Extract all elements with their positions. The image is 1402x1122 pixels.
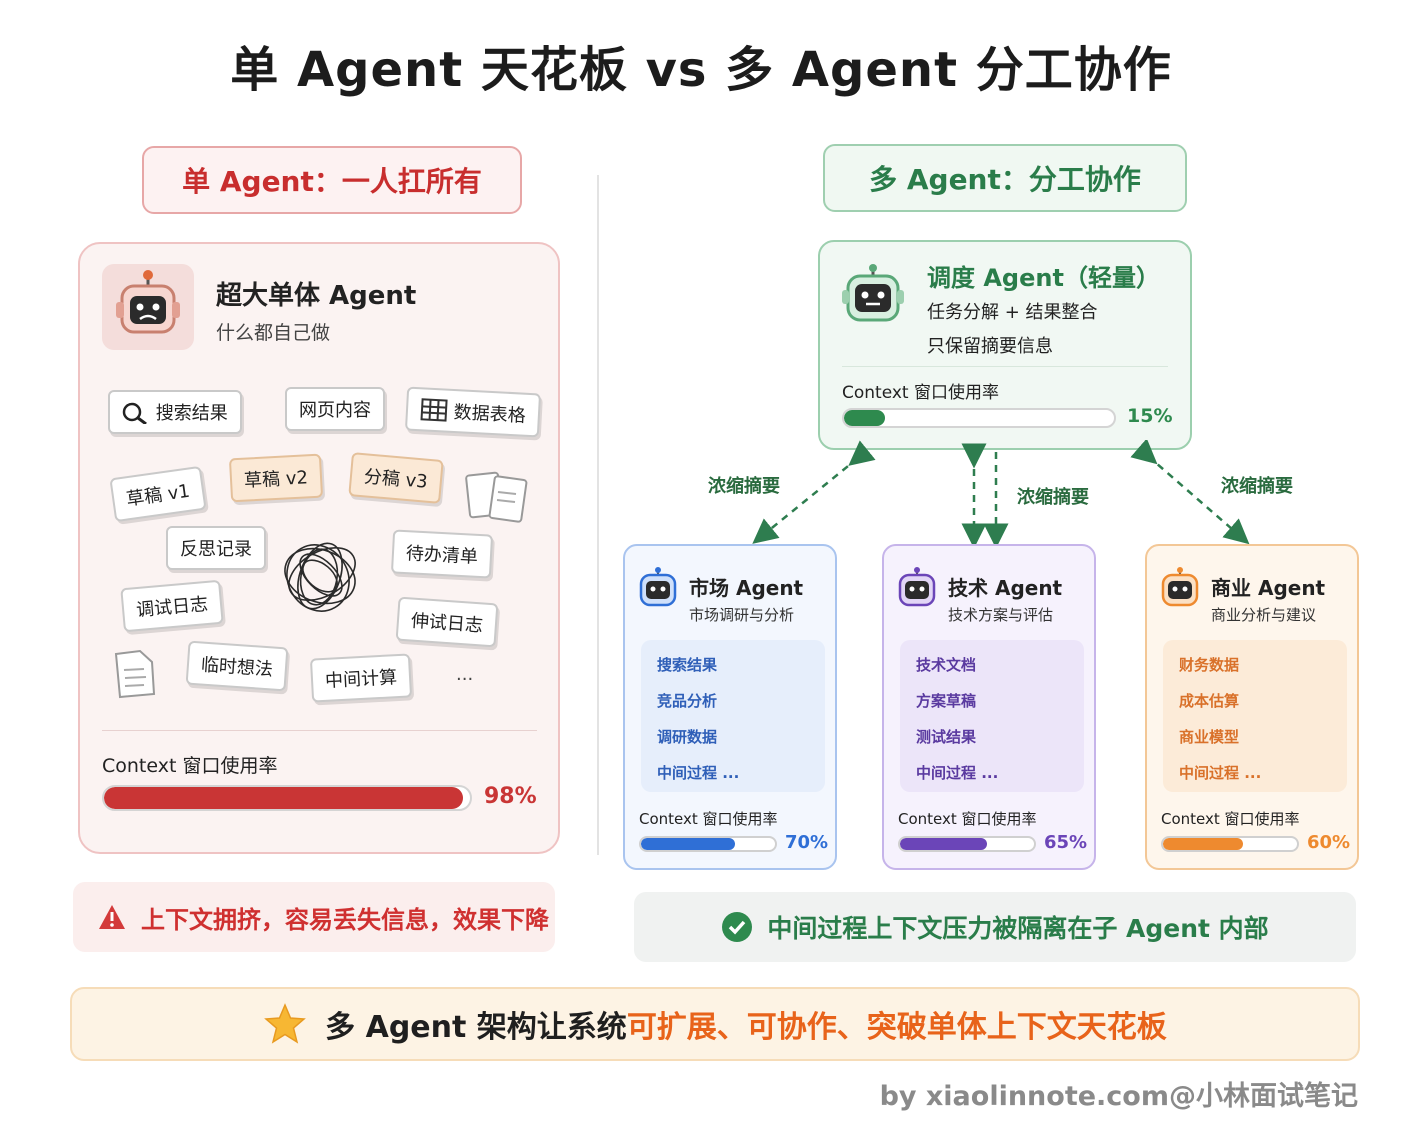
document-icon [110, 648, 158, 704]
chip-web-content: 网页内容 [285, 387, 385, 431]
chip-todo-list: 待办清单 [390, 529, 494, 579]
tech-context-bar-fill [900, 838, 988, 850]
scheduler-context-label: Context 窗口使用率 [842, 383, 1000, 403]
search-icon [122, 402, 147, 426]
single-agent-subtitle: 什么都自己做 [216, 322, 331, 344]
warning-icon [99, 905, 125, 929]
market-context-bar [639, 836, 777, 852]
scheduler-separator [842, 366, 1168, 367]
edge-label-tech: 浓缩摘要 [1017, 487, 1089, 508]
market-context-label: Context 窗口使用率 [639, 810, 778, 828]
more-ellipsis: ... [456, 664, 474, 685]
warning-text: 上下文拥挤，容易丢失信息，效果下降 [141, 905, 549, 934]
scheduler-robot-icon [838, 262, 908, 332]
chip-debug-log: 调试日志 [120, 579, 224, 633]
chip-label: 搜索结果 [155, 403, 228, 424]
list-item: 测试结果 [916, 728, 977, 746]
isolation-message-box: 中间过程上下文压力被隔离在子 Agent 内部 [634, 892, 1356, 962]
left-separator [102, 730, 537, 731]
list-item: 中间过程 ... [916, 764, 999, 782]
tech-robot-icon [898, 567, 936, 607]
business-agent-card: 商业 Agent 商业分析与建议 财务数据 成本估算 商业模型 中间过程 ...… [1145, 544, 1359, 870]
footer-credit: by xiaolinnote.com@小林面试笔记 [879, 1081, 1358, 1112]
market-context-bar-fill [641, 838, 735, 850]
scheduler-context-bar [842, 408, 1116, 428]
scheduler-context-value: 15% [1127, 405, 1173, 427]
business-agent-title: 商业 Agent [1211, 576, 1326, 600]
market-agent-title: 市场 Agent [689, 576, 804, 600]
conclusion-lead: 多 Agent 架构让系统 [325, 1010, 627, 1045]
chip-temp-ideas: 临时想法 [185, 640, 289, 692]
list-item: 中间过程 ... [657, 764, 740, 782]
summary-arrows [752, 440, 1250, 549]
edge-label-market: 浓缩摘要 [708, 476, 780, 497]
single-context-bar-fill [104, 787, 463, 809]
tech-agent-card: 技术 Agent 技术方案与评估 技术文档 方案草稿 测试结果 中间过程 ...… [882, 544, 1096, 870]
chip-draft-v2: 草稿 v2 [228, 453, 323, 503]
single-agent-title: 超大单体 Agent [216, 281, 417, 311]
single-context-value: 98% [484, 784, 537, 809]
business-context-bar-fill [1163, 838, 1244, 850]
isolation-message-text: 中间过程上下文压力被隔离在子 Agent 内部 [767, 914, 1269, 943]
business-agent-items: 财务数据 成本估算 商业模型 中间过程 ... [1163, 640, 1347, 792]
tangle-icon [272, 528, 368, 628]
conclusion-box: 多 Agent 架构让系统可扩展、可协作、突破单体上下文天花板 [70, 987, 1360, 1061]
list-item: 方案草稿 [916, 692, 977, 710]
single-agent-header: 单 Agent：一人扛所有 [142, 146, 522, 214]
market-agent-desc: 市场调研与分析 [689, 606, 795, 624]
check-circle-icon [722, 912, 753, 942]
star-icon [264, 1003, 307, 1044]
list-item: 技术文档 [916, 656, 977, 674]
conclusion-highlight: 可扩展、可协作、突破单体上下文天花板 [626, 1010, 1167, 1045]
tech-context-bar [898, 836, 1036, 852]
list-item: 成本估算 [1179, 692, 1240, 710]
tech-agent-desc: 技术方案与评估 [948, 606, 1054, 624]
tech-agent-items: 技术文档 方案草稿 测试结果 中间过程 ... [900, 640, 1084, 792]
chip-search-results: 搜索结果 [108, 390, 242, 434]
chip-draft-v3: 分稿 v3 [348, 452, 444, 504]
scheduler-line-1: 任务分解 + 结果整合 [927, 302, 1098, 323]
documents-icon [464, 468, 532, 528]
list-item: 中间过程 ... [1179, 764, 1262, 782]
business-context-value: 60% [1307, 832, 1351, 853]
list-item: 调研数据 [657, 728, 718, 746]
sad-robot-icon [102, 264, 194, 350]
chip-test-log: 伸试日志 [395, 596, 499, 648]
scheduler-agent-title: 调度 Agent（轻量） [927, 264, 1160, 292]
list-item: 财务数据 [1179, 656, 1240, 674]
chip-label: 数据表格 [453, 402, 527, 427]
tech-context-value: 65% [1044, 832, 1088, 853]
market-context-value: 70% [785, 832, 829, 853]
center-divider [597, 175, 599, 855]
scheduler-context-bar-fill [844, 410, 885, 426]
tech-agent-title: 技术 Agent [948, 576, 1063, 600]
warning-box: 上下文拥挤，容易丢失信息，效果下降 [73, 882, 555, 952]
list-item: 竞品分析 [657, 692, 718, 710]
chip-intermediate-calc: 中间计算 [309, 653, 413, 703]
multi-agent-header: 多 Agent：分工协作 [823, 144, 1187, 212]
edge-label-business: 浓缩摘要 [1221, 476, 1293, 497]
market-agent-card: 市场 Agent 市场调研与分析 搜索结果 竞品分析 调研数据 中间过程 ...… [623, 544, 837, 870]
business-context-bar [1161, 836, 1299, 852]
grid-icon [420, 398, 448, 422]
list-item: 商业模型 [1179, 728, 1240, 746]
single-context-bar [102, 785, 472, 811]
list-item: 搜索结果 [657, 656, 718, 674]
single-context-label: Context 窗口使用率 [102, 755, 278, 777]
page-title: 单 Agent 天花板 vs 多 Agent 分工协作 [230, 42, 1172, 98]
scheduler-line-2: 只保留摘要信息 [927, 336, 1053, 357]
business-context-label: Context 窗口使用率 [1161, 810, 1300, 828]
market-robot-icon [639, 567, 677, 607]
business-robot-icon [1161, 567, 1199, 607]
market-agent-items: 搜索结果 竞品分析 调研数据 中间过程 ... [641, 640, 825, 792]
tech-context-label: Context 窗口使用率 [898, 810, 1037, 828]
business-agent-desc: 商业分析与建议 [1211, 606, 1317, 624]
chip-data-table: 数据表格 [404, 386, 541, 438]
chip-reflection-log: 反思记录 [166, 526, 266, 570]
